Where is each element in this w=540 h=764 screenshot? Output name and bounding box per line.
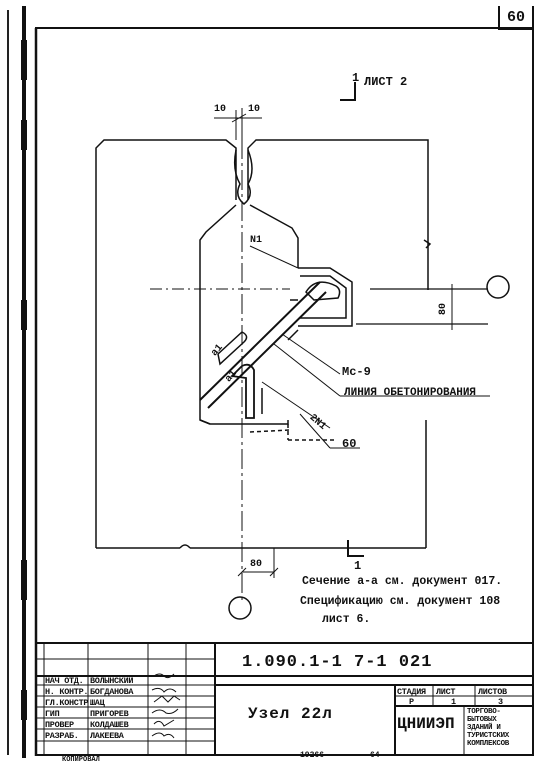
dim-left: 10 bbox=[214, 104, 227, 115]
value-stage: Р bbox=[409, 697, 414, 707]
name-4: ПРИГОРЕВ bbox=[90, 709, 129, 719]
role-4: ГИП bbox=[45, 709, 60, 719]
note-line-2: Спецификацию см. документ 108 bbox=[300, 595, 501, 608]
dim-right: 10 bbox=[248, 104, 261, 115]
name-1: ВОЛЫНСКИЙ bbox=[90, 676, 134, 686]
org-sub-5: КОМПЛЕКСОВ bbox=[467, 740, 510, 748]
org-sub-3: ЗДАНИЙ И bbox=[467, 724, 501, 732]
doc-code: 1.090.1-1 7-1 021 bbox=[242, 653, 433, 672]
page-number: 60 bbox=[507, 9, 526, 26]
label-concrete-line: ЛИНИЯ ОБЕТОНИРОВАНИЯ bbox=[344, 387, 477, 399]
label-n1: N1 bbox=[250, 235, 263, 246]
footer-left: КОПИРОВАЛ bbox=[62, 756, 100, 764]
sheet-ref-top: ЛИСТ 2 bbox=[364, 75, 408, 89]
role-6: РАЗРАБ. bbox=[45, 731, 79, 741]
note-line-1: Сечение а-а см. документ 017. bbox=[302, 575, 503, 588]
role-1: НАЧ ОТД. bbox=[45, 676, 84, 686]
label-mc9: Мс-9 bbox=[342, 365, 371, 379]
label-60: 60 bbox=[342, 437, 357, 451]
role-5: ПРОВЕР bbox=[45, 720, 74, 730]
role-3: ГЛ.КОНСТР. bbox=[45, 698, 94, 708]
name-2: БОГДАНОВА bbox=[90, 687, 134, 697]
section-mark-top: 1 bbox=[352, 71, 360, 85]
value-sheet: 1 bbox=[451, 697, 456, 707]
footer-mid: 19266 bbox=[300, 751, 325, 760]
section-mark-bottom: 1 bbox=[354, 559, 362, 573]
name-6: ЛАКЕЕВА bbox=[90, 731, 124, 741]
footer-right: 64 bbox=[370, 751, 380, 760]
header-sheets: ЛИСТОВ bbox=[478, 687, 507, 697]
header-stage: СТАДИЯ bbox=[397, 687, 426, 697]
org-sub-1: ТОРГОВО- bbox=[467, 708, 501, 716]
header-sheet: ЛИСТ bbox=[436, 687, 456, 697]
page-number-box: 60 bbox=[498, 6, 534, 30]
org-sub-4: ТУРИСТСКИХ bbox=[467, 732, 510, 740]
note-line-3: лист 6. bbox=[322, 613, 371, 626]
dim-80-bottom: 80 bbox=[250, 559, 263, 570]
drawing-title: Узел 22л bbox=[248, 705, 333, 723]
org-name: ЦНИИЭП bbox=[397, 715, 455, 733]
value-sheets: 3 bbox=[498, 697, 503, 707]
org-sub-2: БЫТОВЫХ bbox=[467, 716, 497, 724]
name-5: КОЛДАШЕВ bbox=[90, 720, 129, 730]
role-2: Н. КОНТР. bbox=[45, 687, 89, 697]
name-3: ШАЦ bbox=[90, 698, 105, 708]
